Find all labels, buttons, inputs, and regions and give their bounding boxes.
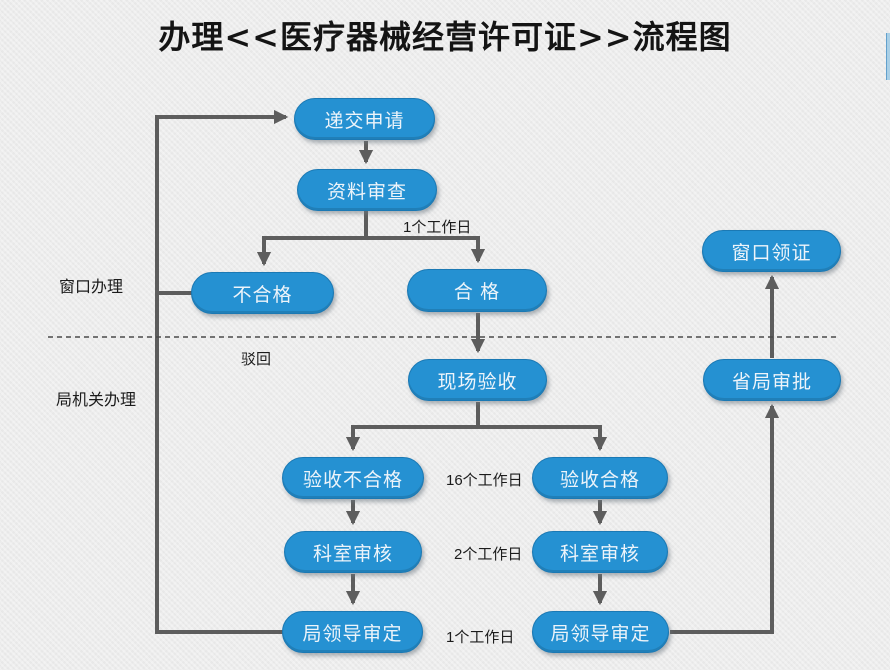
node-inspection-passed: 验收合格 xyxy=(532,457,668,499)
edge-label-reject: 驳回 xyxy=(241,351,272,368)
edge-reject-loop xyxy=(155,109,289,634)
node-site-inspection: 现场验收 xyxy=(408,359,547,401)
node-document-review: 资料审查 xyxy=(297,169,437,211)
page-title: 办理<<医疗器械经营许可证>>流程图 xyxy=(158,18,732,56)
node-inspection-failed: 验收不合格 xyxy=(282,457,424,499)
edge-split-to-pass xyxy=(366,236,486,264)
node-dept-review-left: 科室审核 xyxy=(284,531,422,573)
edge-label-leader-approval-duration: 1个工作日 xyxy=(446,629,515,646)
node-provincial-approval: 省局审批 xyxy=(703,359,841,401)
lane-label-bureau: 局机关办理 xyxy=(56,392,137,409)
window-edge-strip xyxy=(886,33,890,80)
node-leader-approval-left: 局领导审定 xyxy=(282,611,423,653)
edge-split-to-inspection-pass xyxy=(478,425,608,452)
edge-split-to-inspection-fail xyxy=(345,425,478,452)
edge-leader-right-to-provincial xyxy=(670,403,780,634)
node-collect-license: 窗口领证 xyxy=(702,230,841,272)
node-leader-approval-right: 局领导审定 xyxy=(532,611,669,653)
lane-label-window: 窗口办理 xyxy=(59,279,124,296)
edge-label-doc-review-duration: 1个工作日 xyxy=(403,219,472,236)
node-unqualified: 不合格 xyxy=(191,272,334,314)
edge-label-dept-review-duration: 2个工作日 xyxy=(454,546,523,563)
node-submit-application: 递交申请 xyxy=(294,98,435,140)
edge-split-to-fail xyxy=(256,236,366,267)
node-qualified: 合 格 xyxy=(407,269,547,312)
node-dept-review-right: 科室审核 xyxy=(532,531,668,573)
edge-label-inspection-duration: 16个工作日 xyxy=(446,472,523,489)
